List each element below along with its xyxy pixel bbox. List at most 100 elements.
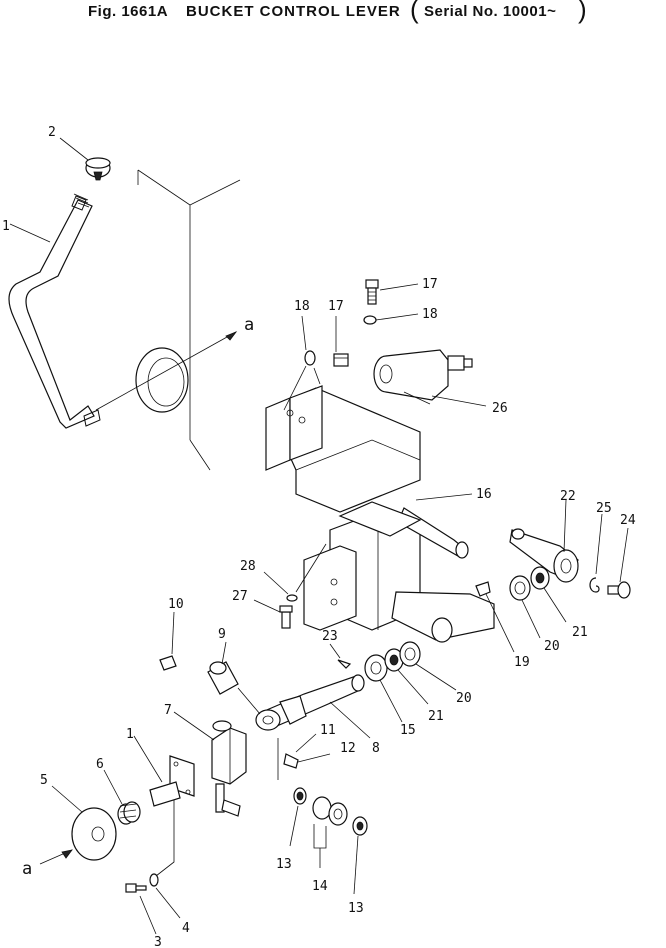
leader-23 xyxy=(329,643,341,659)
leader-2 xyxy=(59,137,89,161)
leader-15 xyxy=(379,679,403,723)
guide-line-a-lower xyxy=(39,849,73,865)
solenoid-part xyxy=(373,349,473,405)
callout-25: 25 xyxy=(596,501,612,516)
leader-13-left xyxy=(289,805,299,847)
callout-3: 3 xyxy=(154,935,162,948)
lever-plate-part xyxy=(149,755,195,807)
callout-9: 9 xyxy=(218,627,226,642)
bolt-24-part xyxy=(607,581,631,599)
fitting-19-part xyxy=(475,581,491,597)
knob-5-part xyxy=(71,807,117,861)
panel-opening xyxy=(135,347,189,413)
leader-26 xyxy=(431,395,487,407)
cab-panel-outline xyxy=(137,169,241,471)
callout-12: 12 xyxy=(340,741,356,756)
serial-range: Serial No. 10001~ xyxy=(424,3,557,20)
fitting-10-part xyxy=(159,655,177,671)
callout-24: 24 xyxy=(620,513,636,528)
figure-name: BUCKET CONTROL LEVER xyxy=(186,3,401,20)
figure-title: Fig. 1661A BUCKET CONTROL LEVER ( Serial… xyxy=(88,0,587,24)
washer-4-part xyxy=(149,873,159,887)
callout-15: 15 xyxy=(400,723,416,738)
leader-21-lower xyxy=(397,669,429,705)
leader-28 xyxy=(263,571,289,595)
callout-10: 10 xyxy=(168,597,184,612)
leader-28-to-bracket xyxy=(295,543,327,593)
callout-21-right: 21 xyxy=(572,625,588,640)
callout-17-left: 17 xyxy=(328,299,344,314)
leader-5 xyxy=(51,785,83,813)
callout-13-left: 13 xyxy=(276,857,292,872)
leader-13-right xyxy=(353,835,359,895)
leader-3 xyxy=(139,895,157,935)
screw-3-part xyxy=(125,883,147,893)
bushing-20-right-part xyxy=(509,575,531,601)
bearing-21-lower-part xyxy=(384,648,404,672)
leader-27 xyxy=(253,599,281,613)
lever-knob-part xyxy=(85,157,111,181)
leader-18-upper xyxy=(375,313,419,321)
fitting-11-12-part xyxy=(283,753,299,769)
reference-mark-a-lower: a xyxy=(22,859,32,879)
callout-4: 4 xyxy=(182,921,190,936)
callout-19: 19 xyxy=(514,655,530,670)
nut-13-left-part xyxy=(293,787,307,805)
callout-7: 7 xyxy=(164,703,172,718)
spacer-14-part xyxy=(312,796,348,826)
bracket-assembly-part xyxy=(265,385,495,643)
callout-23: 23 xyxy=(322,629,338,644)
link-arm-part xyxy=(509,528,579,583)
pin-28-part xyxy=(286,594,298,602)
callout-11: 11 xyxy=(320,723,336,738)
callout-8: 8 xyxy=(372,741,380,756)
washer-15-part xyxy=(364,654,388,682)
bushing-20-lower-part xyxy=(399,641,421,667)
valve-body-part xyxy=(211,720,247,817)
callout-28: 28 xyxy=(240,559,256,574)
callout-20-right: 20 xyxy=(544,639,560,654)
callout-27: 27 xyxy=(232,589,248,604)
nut-13-right-part xyxy=(352,816,368,836)
rod-thread-detail xyxy=(73,193,90,208)
callout-1-upper: 1 xyxy=(2,219,10,234)
pin-9-part xyxy=(207,661,239,695)
bolt-27-part xyxy=(279,605,293,629)
leader-24 xyxy=(619,527,629,583)
leader-18-left xyxy=(283,315,321,411)
callout-22: 22 xyxy=(560,489,576,504)
callout-16: 16 xyxy=(476,487,492,502)
callout-13-right: 13 xyxy=(348,901,364,916)
leader-22 xyxy=(563,499,567,553)
callout-26: 26 xyxy=(492,401,508,416)
callout-21-lower: 21 xyxy=(428,709,444,724)
leader-9 xyxy=(221,641,261,715)
bolt-17-left-part xyxy=(333,353,349,367)
callout-14: 14 xyxy=(312,879,328,894)
figure-number: Fig. 1661A xyxy=(88,3,169,20)
spring-6-part xyxy=(117,801,141,825)
leader-20-right xyxy=(521,599,541,639)
leader-7 xyxy=(173,711,215,741)
leader-17-upper xyxy=(379,283,419,291)
callout-6: 6 xyxy=(96,757,104,772)
lever-rod-part xyxy=(8,195,101,429)
bearing-21-right-part xyxy=(530,566,550,590)
callout-2: 2 xyxy=(48,125,56,140)
leader-21-right xyxy=(543,587,567,623)
reference-mark-a-upper: a xyxy=(244,315,254,335)
callout-20-lower: 20 xyxy=(456,691,472,706)
leader-11 xyxy=(295,733,317,753)
leader-1-upper xyxy=(9,223,51,243)
leader-12 xyxy=(297,753,331,763)
ring-25-part xyxy=(589,577,600,593)
guide-line-a-upper xyxy=(95,331,238,411)
leader-14 xyxy=(313,824,327,868)
leader-8 xyxy=(329,701,371,739)
leader-16 xyxy=(415,493,473,501)
leader-4 xyxy=(155,887,181,919)
leader-19 xyxy=(485,593,515,653)
leader-20-lower xyxy=(415,663,457,691)
washer-18-upper-part xyxy=(363,315,377,325)
